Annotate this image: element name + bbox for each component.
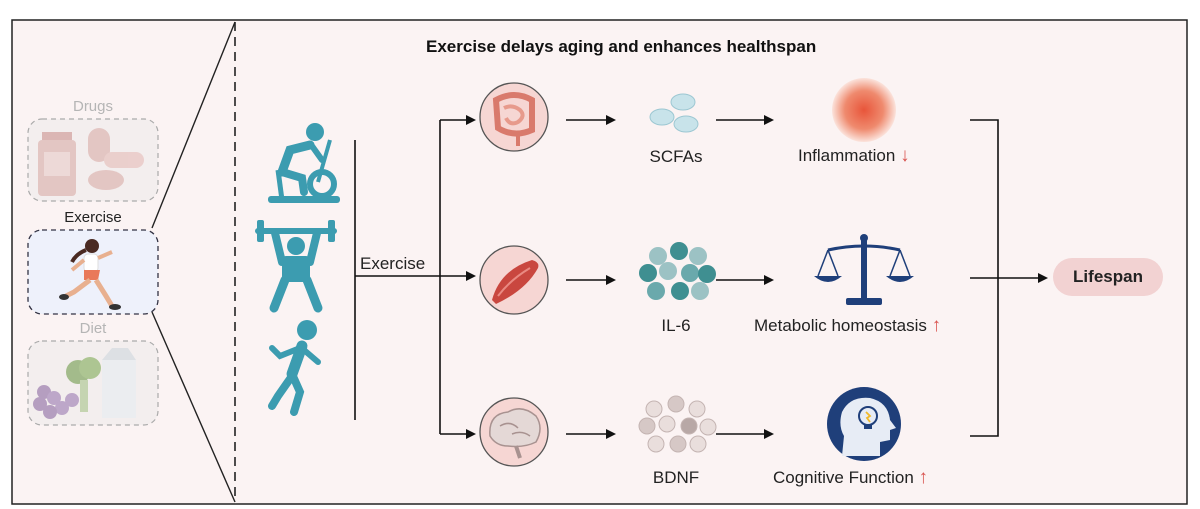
head-lightbulb-icon (827, 387, 901, 461)
effect-label: Inflammation (798, 146, 896, 165)
zoom-line-top (151, 21, 236, 229)
drugs-label: Drugs (72, 98, 113, 115)
weightlifting-person-icon (255, 220, 337, 313)
balance-scale-icon (814, 234, 914, 305)
bdnf-molecules-icon (638, 395, 717, 453)
effect-metabolic-homeostasis: Metabolic homeostasis ↑ (754, 315, 941, 337)
effect-cognitive-function: Cognitive Function ↑ (773, 467, 928, 489)
down-arrow-indicator: ↓ (900, 145, 910, 166)
up-arrow-indicator: ↑ (918, 467, 929, 488)
muscle-icon (479, 245, 549, 315)
runner-woman-icon (59, 239, 121, 310)
cycling-person-icon (268, 123, 340, 203)
drugs-box (27, 118, 159, 202)
exercise-branch-label: Exercise (360, 254, 426, 273)
effect-label: Cognitive Function (773, 468, 914, 487)
running-person-icon (268, 320, 321, 416)
diet-label: Diet (79, 320, 107, 337)
outer-frame (11, 19, 1188, 505)
effect-label: Metabolic homeostasis (754, 316, 927, 335)
molecule-label-il6: IL-6 (661, 316, 691, 335)
lifespan-badge: Lifespan (1053, 258, 1163, 296)
brain-icon (479, 397, 549, 467)
inflammation-icon (832, 78, 896, 142)
zoom-line-bottom (151, 311, 236, 503)
exercise-side-label: Exercise (64, 209, 122, 226)
diet-box (27, 340, 159, 426)
diagram-title: Exercise delays aging and enhances healt… (426, 37, 817, 56)
exercise-box (27, 229, 159, 315)
il6-molecules-icon (639, 242, 716, 300)
molecule-label-bdnf: BDNF (652, 468, 700, 487)
effect-inflammation: Inflammation ↓ (798, 145, 910, 167)
drugs-icon (38, 128, 144, 196)
scfa-molecules-icon (649, 93, 699, 133)
diet-food-icon (33, 348, 136, 419)
intestine-icon (479, 82, 549, 152)
up-arrow-indicator: ↑ (931, 315, 942, 336)
molecule-label-scfas: SCFAs (649, 147, 703, 166)
